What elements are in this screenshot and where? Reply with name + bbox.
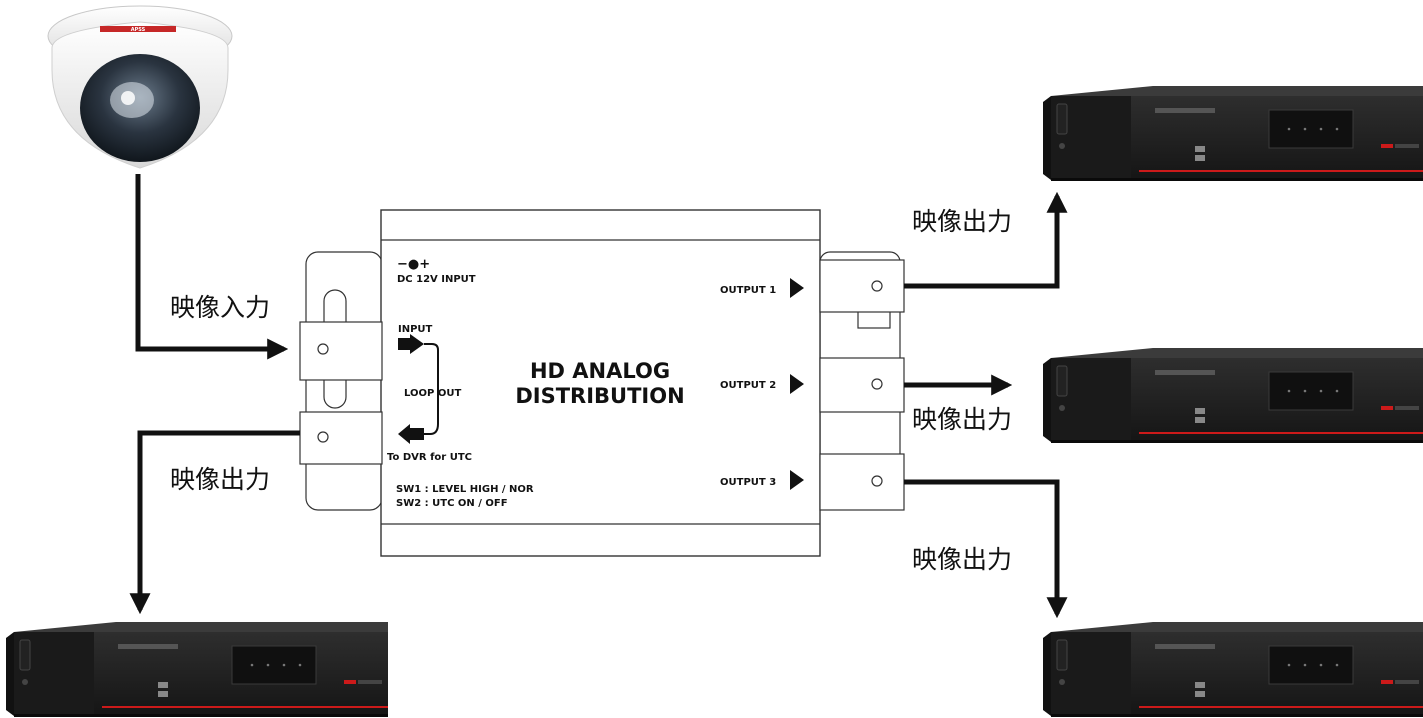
video-output-loop-label: 映像出力	[170, 465, 270, 494]
dvr-recorder-icon	[5, 621, 389, 718]
video-output-2-label: 映像出力	[912, 405, 1012, 434]
sw1-label: SW1 : LEVEL HIGH / NOR	[396, 484, 534, 495]
loop-output-line	[129, 430, 300, 615]
bnc-port-icon	[299, 321, 383, 381]
device-title-line1: HD ANALOG	[530, 359, 670, 383]
video-input-label: 映像入力	[170, 293, 270, 322]
dvr-recorder-icon	[1042, 347, 1423, 444]
bnc-port-icon	[819, 259, 905, 313]
bnc-port-icon	[819, 357, 905, 413]
output-1-arrow-icon	[790, 278, 804, 298]
output-3-arrow-icon	[790, 470, 804, 490]
dvr-recorder-icon	[1042, 621, 1423, 718]
bnc-port-icon	[299, 411, 383, 465]
output-1-label: OUTPUT 1	[720, 285, 776, 296]
video-output-1-label: 映像出力	[912, 207, 1012, 236]
input-label: INPUT	[398, 324, 433, 335]
distribution-device: −●+ DC 12V INPUT INPUT LOOP OUT To DVR f…	[299, 209, 905, 557]
dvr-recorder-icon	[1042, 85, 1423, 182]
loop-out-label: LOOP OUT	[404, 388, 461, 399]
output-1-line	[904, 191, 1068, 289]
output-2-arrow-icon	[790, 374, 804, 394]
device-housing	[380, 209, 821, 557]
video-output-3-label: 映像出力	[912, 545, 1012, 574]
power-label: DC 12V INPUT	[397, 274, 476, 285]
dome-camera-icon: APSS	[47, 5, 233, 169]
bnc-port-icon	[819, 453, 905, 511]
loop-arrow-icon	[398, 424, 424, 444]
input-arrow-icon	[398, 334, 424, 354]
to-dvr-label: To DVR for UTC	[387, 452, 472, 463]
video-input-line	[135, 174, 289, 360]
output-3-label: OUTPUT 3	[720, 477, 776, 488]
sw2-label: SW2 : UTC ON / OFF	[396, 498, 508, 509]
output-3-line	[904, 479, 1068, 619]
svg-text:APSS: APSS	[131, 27, 146, 33]
power-symbol: −●+	[397, 257, 430, 272]
device-title-line2: DISTRIBUTION	[515, 384, 684, 408]
signal-lines	[129, 174, 1068, 619]
output-2-label: OUTPUT 2	[720, 380, 776, 391]
